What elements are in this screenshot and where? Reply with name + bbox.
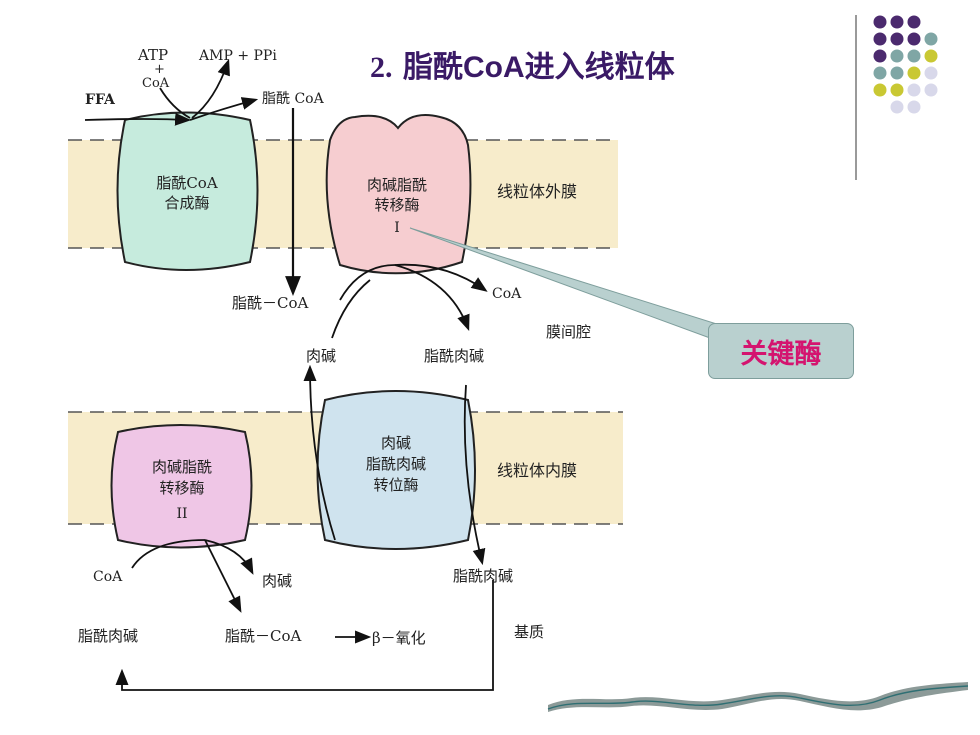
translocase-label-line3: 转位酶 — [373, 476, 418, 494]
decorative-dot — [873, 49, 887, 63]
translocase-label-line1: 肉碱 — [381, 434, 411, 452]
atp-label: ATP — [137, 46, 168, 64]
decorative-dot — [907, 15, 921, 29]
acylcarnitine-right-label: 脂酰肉碱 — [453, 567, 513, 585]
decorative-dot — [907, 66, 921, 80]
decorative-dot — [907, 100, 921, 114]
decorative-dot — [873, 66, 887, 80]
acylcarnitine-left-label: 脂酰肉碱 — [78, 627, 138, 645]
cpt1-in-arc — [339, 264, 396, 301]
decorative-dot — [890, 83, 904, 97]
cpt1-label-line1: 肉碱脂酰 — [367, 176, 427, 194]
decorative-wave-band — [548, 682, 968, 712]
cpt1-shape — [325, 114, 472, 275]
coa-in-arc — [131, 539, 206, 569]
coa-bottom-label: CoA — [93, 569, 123, 585]
decorative-dot — [890, 15, 904, 29]
acyl-coa-mid-label: 脂酰－CoA — [232, 294, 309, 312]
decorative-dot — [907, 32, 921, 46]
matrix-label: 基质 — [514, 623, 544, 641]
cpt1-label-line2: 转移酶 — [374, 196, 419, 214]
amp-ppi-label: AMP + PPi — [198, 48, 277, 64]
translocase-label-line2: 脂酰肉碱 — [366, 455, 426, 473]
cpt2-label-line2: 转移酶 — [159, 479, 204, 497]
cpt2-shape — [110, 424, 253, 549]
plus-label: + — [154, 62, 165, 77]
slide-title: 2. 脂酰CoA进入线粒体 — [370, 42, 675, 86]
outer-membrane-label: 线粒体外膜 — [497, 182, 577, 201]
ffa-arrow — [84, 112, 192, 126]
synthase-label-line1: 脂酰CoA — [156, 174, 218, 192]
title-number: 2. — [370, 51, 393, 84]
synthase-label-line2: 合成酶 — [164, 194, 209, 212]
acylcarnitine-down-arrow — [463, 384, 486, 566]
acyl-coa-synthetase-shape — [116, 111, 259, 271]
intermembrane-label: 膜间腔 — [546, 323, 591, 341]
decorative-dot — [873, 15, 887, 29]
decorative-dot — [907, 49, 921, 63]
translocase-shape — [316, 390, 476, 550]
ffa-label: FFA — [85, 92, 116, 108]
decorative-dot — [924, 32, 938, 46]
inner-membrane-label: 线粒体内膜 — [497, 461, 577, 480]
acylcarnitine-mid-label: 脂酰肉碱 — [424, 347, 484, 365]
title-suffix: 进入线粒体 — [524, 50, 675, 85]
recycle-loop-arrow — [115, 580, 494, 691]
decorative-dot — [924, 49, 938, 63]
cpt2-label-line3: II — [176, 506, 187, 522]
cpt1-label-line3: I — [394, 220, 400, 236]
acyl-coa-bottom-label: 脂酰－CoA — [225, 627, 302, 645]
carnitine-up-arrow — [303, 364, 336, 541]
coa-mid-label: CoA — [492, 286, 522, 302]
decorative-dot-grid — [873, 15, 938, 114]
decorative-wave-line — [547, 685, 969, 710]
decorative-divider-line — [855, 15, 857, 180]
title-prefix: 脂酰 — [402, 50, 463, 85]
key-enzyme-callout: 关键酶 — [708, 323, 854, 379]
carnitine-in-arc — [331, 279, 371, 339]
coa-out-arrow — [394, 263, 488, 292]
amp-out-arc — [191, 58, 230, 119]
decorative-dot — [924, 66, 938, 80]
decorative-dot — [924, 83, 938, 97]
decorative-dot — [907, 83, 921, 97]
atp-in-arc — [159, 87, 191, 119]
carnitine-out-arrow — [204, 539, 254, 575]
acyl-coa-top-label: 脂酰 CoA — [262, 91, 325, 107]
decorative-dot — [873, 83, 887, 97]
beta-oxidation-label: β－氧化 — [372, 629, 426, 647]
acyl-coa-out-arrow-bottom — [204, 539, 242, 613]
decorative-dot — [890, 32, 904, 46]
carnitine-bottom-label: 肉碱 — [262, 572, 292, 590]
decorative-dot — [890, 49, 904, 63]
decorative-dot — [873, 32, 887, 46]
carnitine-mid-label: 肉碱 — [306, 347, 336, 365]
coa-top-label: CoA — [142, 76, 170, 91]
cpt2-label-line1: 肉碱脂酰 — [152, 458, 212, 476]
decorative-dot — [890, 100, 904, 114]
acyl-coa-out-arrow — [189, 97, 259, 121]
acylcarnitine-out-arrow — [394, 264, 470, 332]
title-coa: CoA — [462, 51, 525, 84]
decorative-dot — [890, 66, 904, 80]
